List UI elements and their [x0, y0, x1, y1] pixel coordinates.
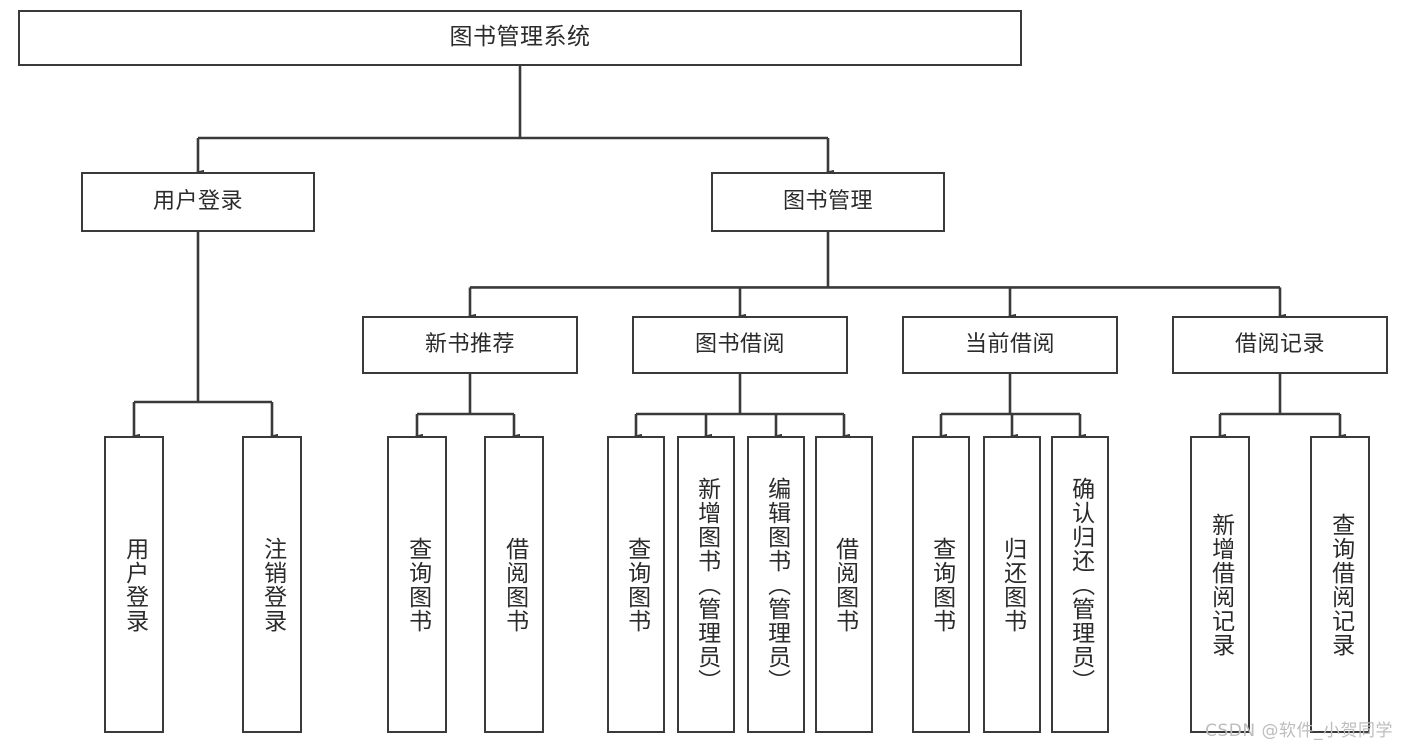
node-label: 图书借阅: [694, 331, 785, 357]
tree-edges: [128, 66, 1346, 441]
node-leaf-logout[interactable]: 注销登录: [242, 436, 302, 733]
node-leaf-borrow-book-recommend[interactable]: 借阅图书: [484, 436, 544, 733]
node-user-login[interactable]: 用户登录: [81, 172, 315, 232]
node-leaf-query-book-current[interactable]: 查询图书: [912, 436, 970, 733]
node-leaf-add-borrow-record[interactable]: 新增借阅记录: [1190, 436, 1250, 733]
node-label: 借阅记录: [1234, 331, 1325, 357]
node-book-borrow[interactable]: 图书借阅: [632, 316, 848, 374]
node-root-book-management-system[interactable]: 图书管理系统: [18, 10, 1022, 66]
node-label: 图书管理系统: [449, 24, 591, 51]
node-leaf-query-book-recommend[interactable]: 查询图书: [387, 436, 447, 733]
node-current-borrow[interactable]: 当前借阅: [902, 316, 1118, 374]
node-book-management[interactable]: 图书管理: [711, 172, 945, 232]
node-leaf-user-login[interactable]: 用户登录: [104, 436, 164, 733]
node-leaf-confirm-return-admin[interactable]: 确认归还（管理员）: [1051, 436, 1109, 733]
node-label: 新增图书（管理员）: [693, 476, 720, 693]
csdn-watermark: CSDN @软件_小贺同学: [1205, 721, 1393, 741]
node-leaf-query-borrow-record[interactable]: 查询借阅记录: [1310, 436, 1370, 733]
node-leaf-return-book[interactable]: 归还图书: [983, 436, 1041, 733]
node-label: 新书推荐: [424, 331, 515, 357]
node-new-book-recommendation[interactable]: 新书推荐: [362, 316, 578, 374]
node-label: 图书管理: [782, 188, 873, 214]
node-label: 确认归还（管理员）: [1067, 476, 1094, 693]
node-leaf-edit-book-admin[interactable]: 编辑图书（管理员）: [747, 436, 805, 733]
node-label: 编辑图书（管理员）: [763, 476, 790, 693]
node-label: 查询图书: [623, 536, 650, 633]
node-leaf-add-book-admin[interactable]: 新增图书（管理员）: [677, 436, 735, 733]
node-label: 归还图书: [999, 536, 1026, 633]
node-label: 用户登录: [152, 188, 243, 214]
node-label: 用户登录: [121, 536, 148, 633]
node-borrow-record[interactable]: 借阅记录: [1172, 316, 1388, 374]
node-label: 新增借阅记录: [1207, 512, 1234, 657]
node-label: 查询图书: [404, 536, 431, 633]
node-label: 借阅图书: [501, 536, 528, 633]
node-leaf-query-book-borrow[interactable]: 查询图书: [607, 436, 665, 733]
node-label: 查询图书: [928, 536, 955, 633]
node-label: 注销登录: [259, 536, 286, 633]
node-label: 借阅图书: [831, 536, 858, 633]
node-label: 当前借阅: [964, 331, 1055, 357]
node-label: 查询借阅记录: [1327, 512, 1354, 657]
node-leaf-borrow-book[interactable]: 借阅图书: [815, 436, 873, 733]
